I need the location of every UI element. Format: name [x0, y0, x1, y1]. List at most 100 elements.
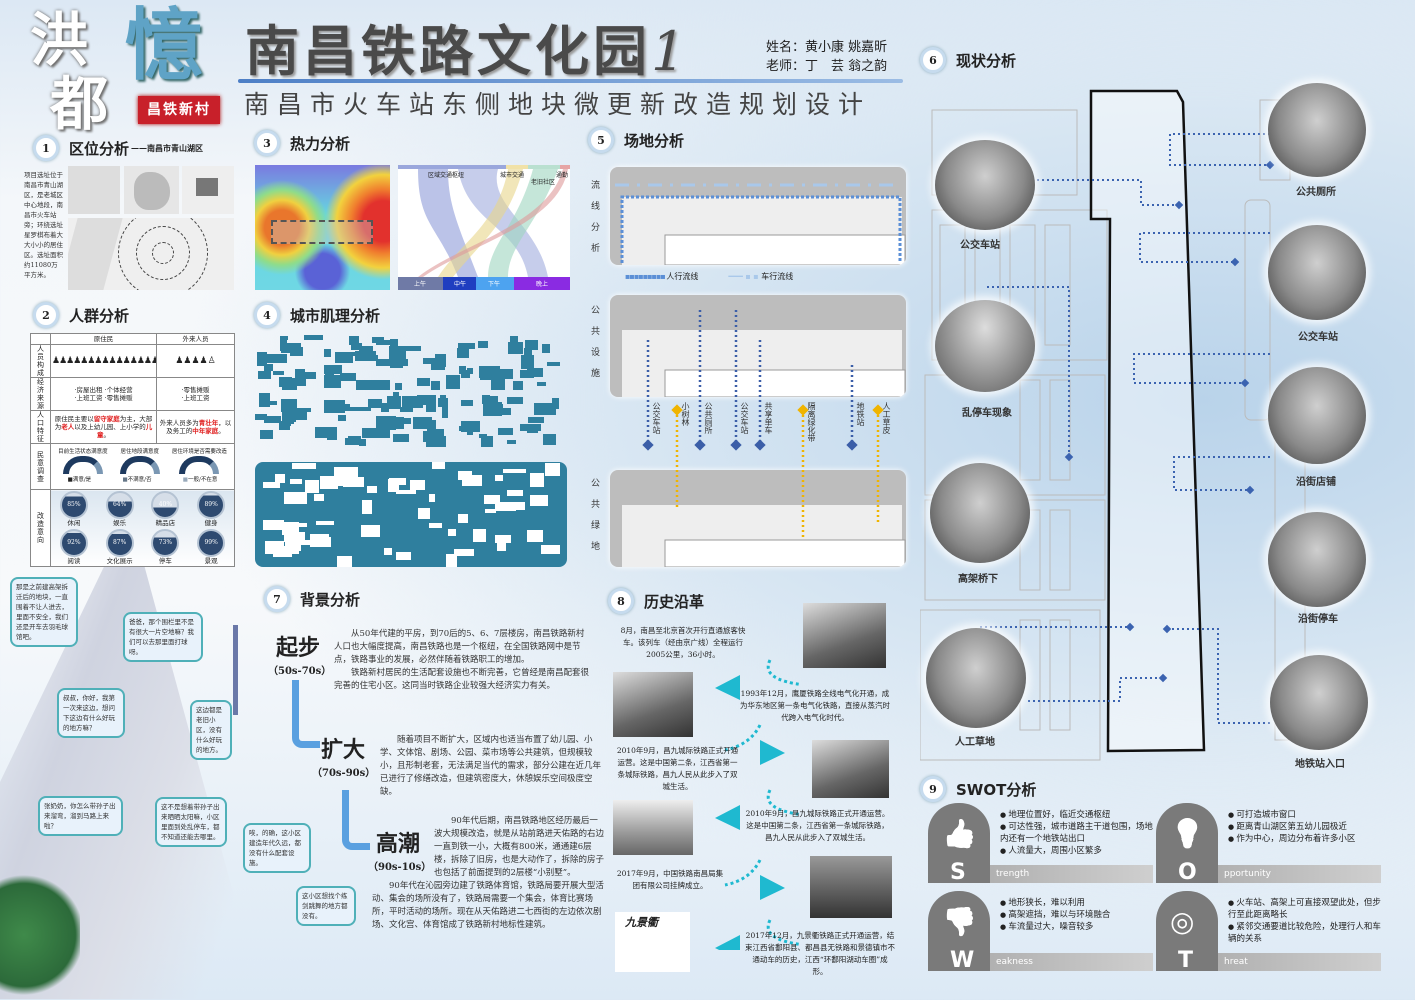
swot-list: 地理位置好，临近交通枢纽可达性强，城市道路主干道包围，场地内还有一个地铁站出口人…	[1000, 809, 1153, 857]
legend-item-vehicle: ━━━ ▪ ▪ 车行流线	[728, 272, 794, 281]
void-block	[272, 545, 292, 557]
section-number: 8	[608, 588, 634, 614]
pin-label: 人工草皮	[882, 402, 891, 434]
void-block	[544, 462, 560, 476]
building-block	[431, 381, 440, 390]
void-block	[502, 468, 527, 474]
migrant-feature: 外来人员多为青壮年，以及务工的中年家庭。	[156, 410, 235, 444]
void-block	[395, 551, 411, 560]
arrow-connector	[292, 680, 320, 748]
swot-trength: trength👍S地理位置好，临近交通枢纽可达性强，城市道路主干道包围，场地内还…	[928, 803, 1153, 885]
history-entry: 2010年9月，昌九城际铁路正式开通运营。这是中国第二条，江西省第一条城际铁路，…	[745, 809, 890, 842]
title-text: 南昌铁路文化园	[245, 20, 651, 83]
site-pins: 公交车站小树林公共厕所公交车站共享单车隔离绿化带地铁站人工草皮	[580, 290, 910, 550]
intent-label: 景观	[204, 557, 218, 565]
history-photo	[613, 672, 693, 737]
intent-item: 64%娱乐	[98, 491, 142, 527]
building-block	[263, 363, 273, 371]
row-label: 民意调查	[30, 443, 51, 490]
building-block	[390, 339, 399, 346]
intent-label: 阅读	[67, 557, 81, 565]
building-block	[282, 415, 293, 425]
building-block	[348, 436, 361, 443]
building-block	[426, 435, 446, 447]
section-title: 热力分析	[290, 134, 351, 153]
building-block	[445, 374, 461, 389]
intent-circle: 73%	[151, 529, 180, 557]
intent-item: 92%阅读	[52, 529, 96, 565]
col-header-native: 原住民	[50, 333, 157, 345]
era-expand: 扩大（70s-90s）	[312, 732, 375, 779]
building-block	[257, 371, 272, 380]
building-block	[460, 370, 471, 379]
void-block	[387, 478, 399, 493]
swot-item: 地理位置好，临近交通枢纽	[1000, 809, 1153, 821]
native-people-icons: ♟♟♟♟♟♟♟♟♟♟♟♟♟♟♟♟	[50, 344, 157, 378]
pin-label: 公共厕所	[704, 402, 713, 434]
photo-label: 沿街店铺	[1296, 477, 1336, 488]
era-title: 起步	[275, 635, 320, 661]
building-block	[263, 415, 282, 424]
building-block	[255, 413, 268, 421]
section-title: 背景分析	[300, 590, 361, 609]
location-text: 项目选址位于南昌市青山湖区，是老城区中心地段，南昌市火车站旁；环绕选址星罗棋布着…	[24, 171, 63, 279]
building-block	[416, 378, 430, 387]
swot-tab: 👎W	[928, 891, 990, 973]
section-header-history: 8 历史沿革	[608, 588, 704, 614]
building-block	[293, 407, 312, 412]
migrant-people-icons: ♟♟♟♟♙	[156, 344, 235, 378]
figure-ground-2	[255, 392, 567, 447]
building-block	[425, 402, 436, 412]
building-block	[492, 368, 513, 380]
building-block	[335, 352, 353, 363]
building-block	[370, 429, 390, 439]
building-block	[491, 378, 506, 390]
photo-public-toilet	[1268, 83, 1366, 177]
intent-label: 文化展示	[106, 557, 133, 565]
paragraph: 90年代后期，南昌铁路地区经历最后一波大规模改造，就是从站前路进天佑路的右边一直…	[434, 816, 605, 878]
swot-item: 人流量大，周围小区繁多	[1000, 845, 1153, 857]
site-boundary	[1089, 89, 1206, 753]
location-map-province	[124, 166, 179, 214]
building-block	[376, 416, 396, 430]
intent-item: 40%精品店	[144, 491, 188, 527]
void-block	[305, 479, 320, 493]
site-map-facilities	[610, 295, 906, 397]
t: 留守家庭	[93, 415, 120, 423]
void-block	[432, 462, 446, 470]
void-block	[292, 463, 316, 470]
legend-item-pedestrian: ▪▪▪▪▪▪▪▪▪ 人行流线	[625, 272, 699, 281]
building-block	[291, 378, 306, 387]
t: 外来人员多为	[159, 419, 199, 427]
building-block	[456, 348, 470, 358]
paragraph: 90年代在沁园旁边建了铁路体育馆，铁路局要开展大型活动、集会的场所没有了，铁路局…	[372, 881, 604, 930]
legend-label: 人行流线	[666, 272, 699, 281]
void-block	[285, 549, 300, 555]
void-block	[529, 473, 545, 487]
speech-bubble: 张奶奶，你怎么带孙子出来溜弯，溜到马路上来啦？	[38, 796, 123, 836]
survey-gauge: 目前生活状态满意度	[58, 449, 108, 476]
void-block	[526, 530, 544, 542]
section-title: 人群分析	[69, 306, 130, 325]
building-block	[458, 343, 475, 349]
building-block	[369, 380, 390, 390]
building-block	[523, 347, 532, 360]
photo-label: 公共厕所	[1296, 187, 1336, 198]
section-title: SWOT分析	[956, 780, 1037, 799]
building-block	[324, 370, 334, 382]
void-block	[361, 500, 373, 514]
void-block	[462, 474, 483, 487]
legend-item: ■一般/不在意	[182, 477, 218, 483]
timeline-arrow	[715, 789, 800, 830]
swot-letter: S	[950, 860, 966, 885]
building-block	[417, 394, 437, 405]
section-title: 历史沿革	[644, 592, 705, 611]
income-item: ·上班工资	[181, 394, 210, 402]
site-row-label: 流线分析	[589, 180, 599, 264]
void-block	[281, 521, 300, 536]
building-block	[497, 428, 513, 435]
void-block	[342, 476, 365, 487]
